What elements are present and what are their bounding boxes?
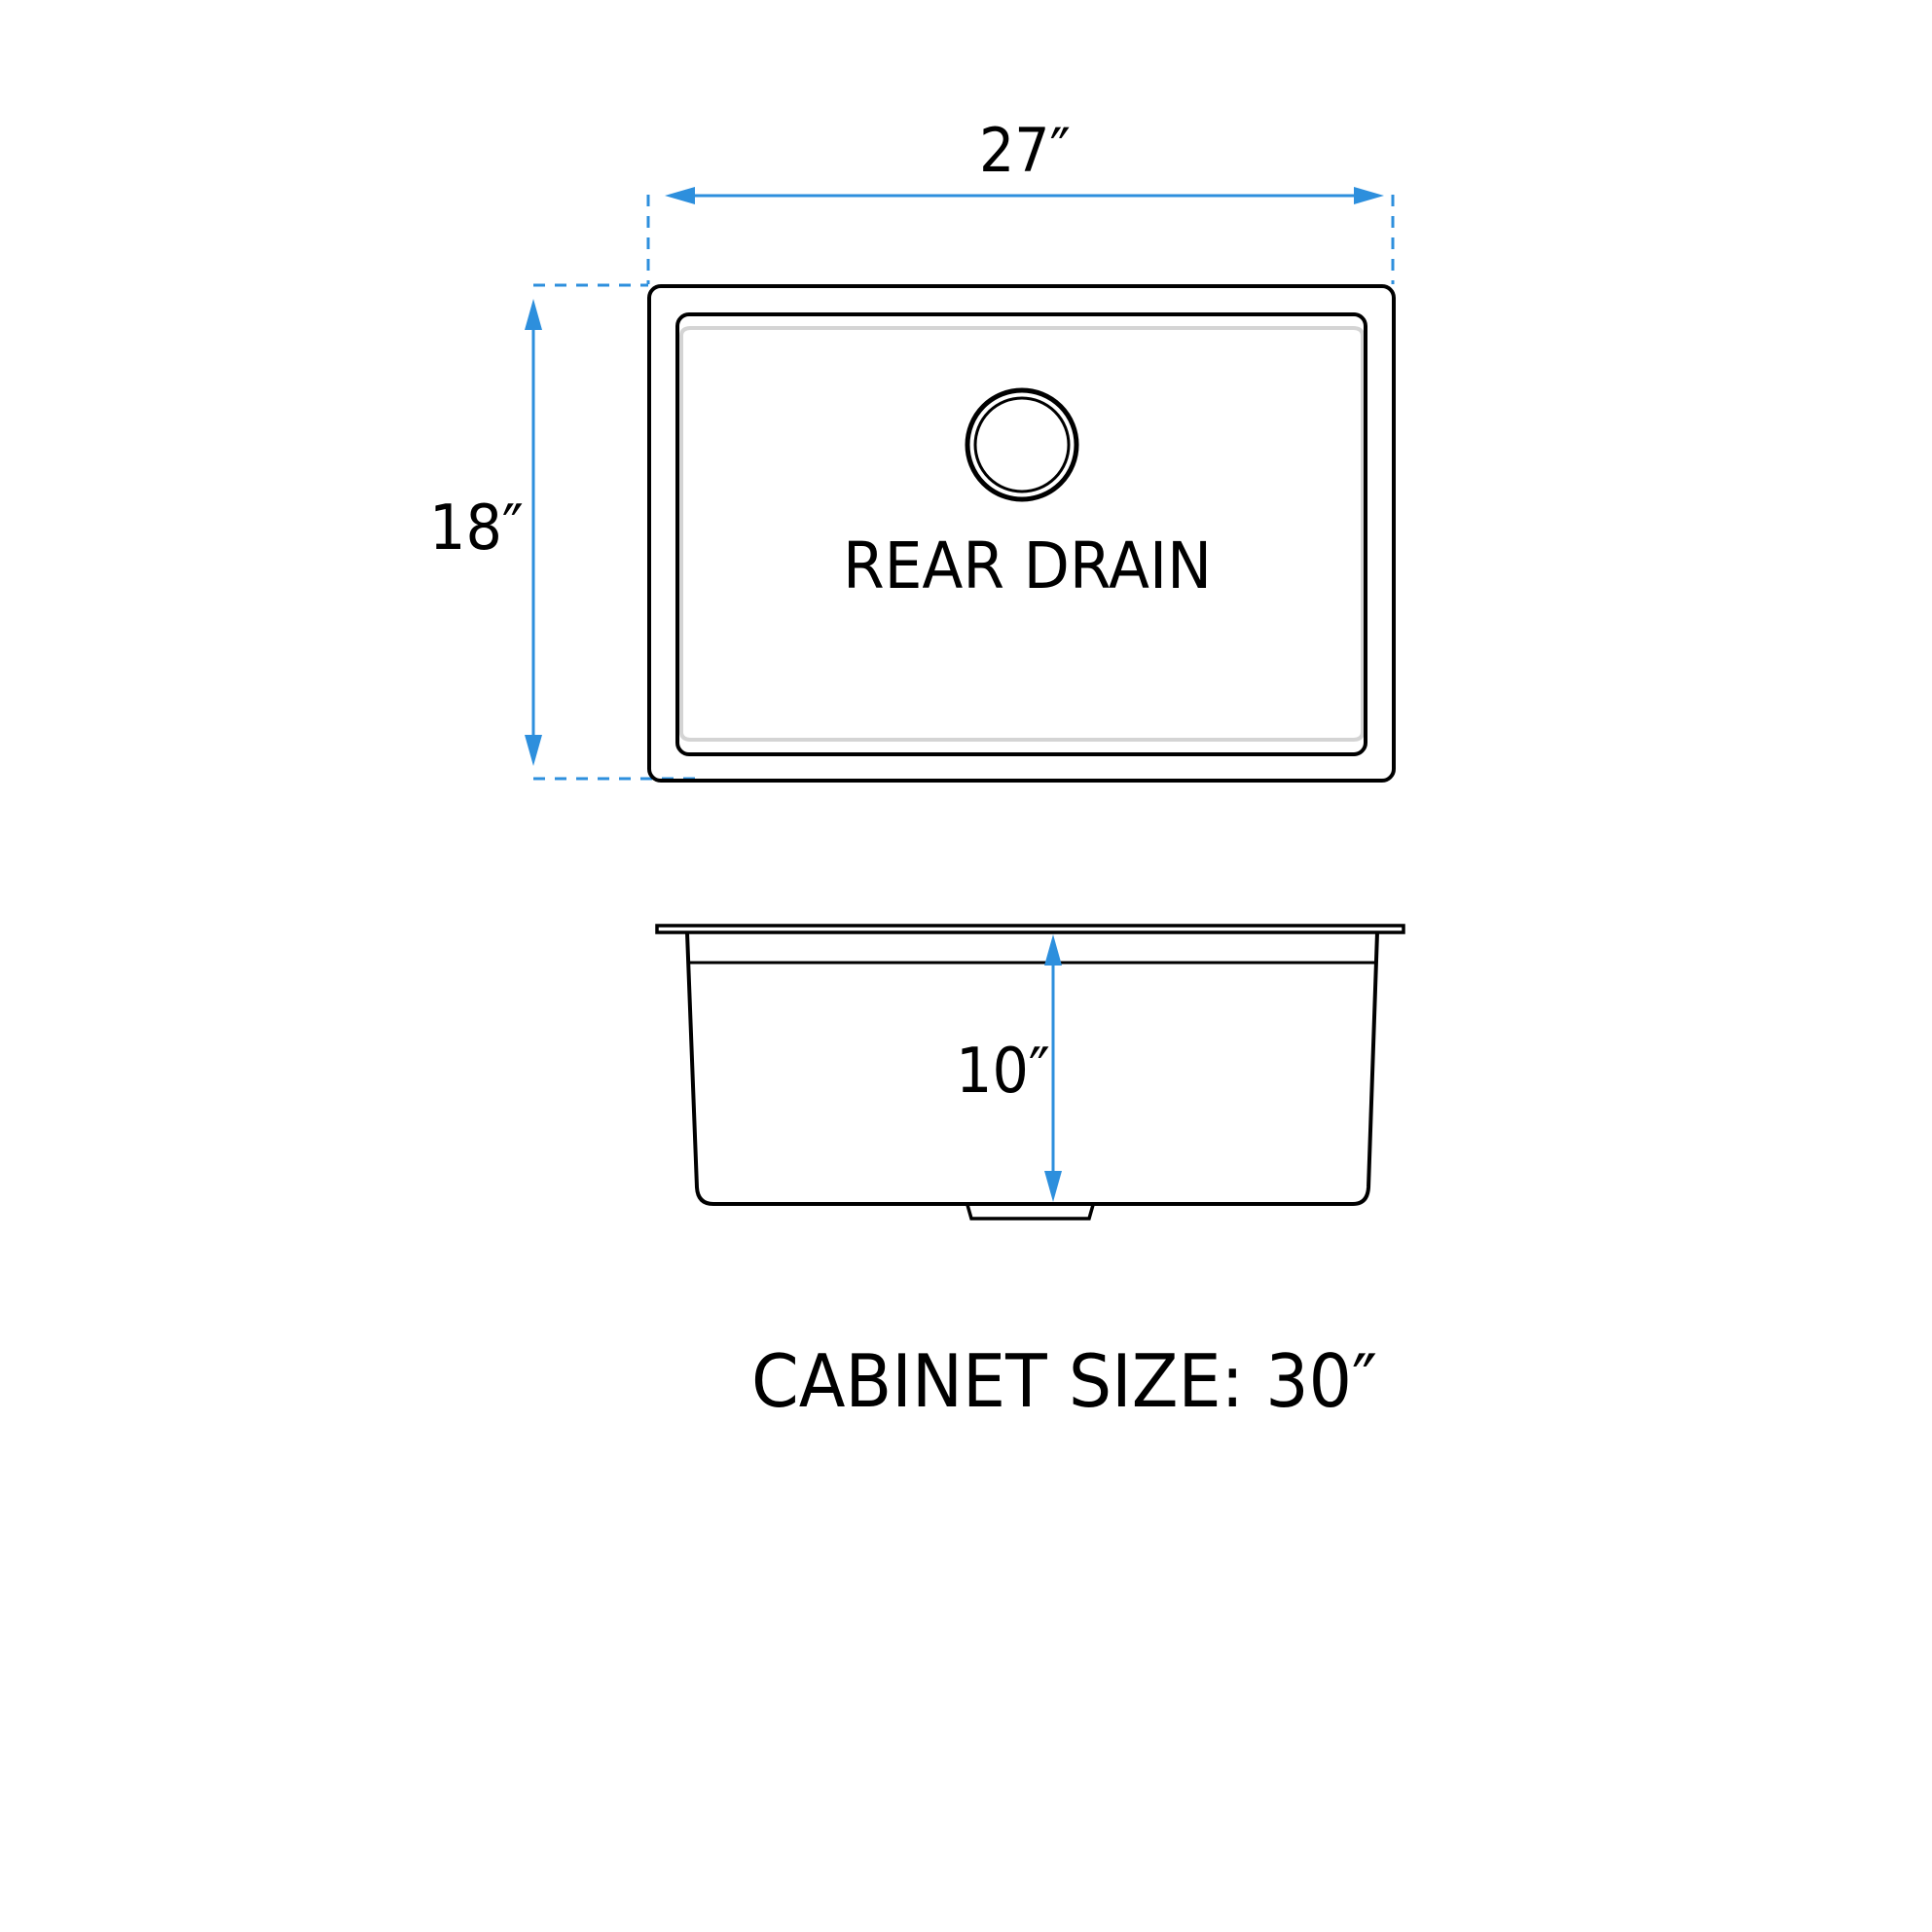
arrow-right-icon [1354,187,1384,204]
sink-flange [655,924,1405,934]
drain-outlet [966,1204,1095,1221]
width-dimension-label: 27″ [979,115,1071,186]
sink-basin-profile [685,931,1379,1206]
length-dimension-arrow [525,299,542,766]
arrow-up-icon [525,299,542,330]
cabinet-size-label: CABINET SIZE: 30″ [751,1338,1378,1424]
side-view [655,924,1405,1221]
depth-dimension-label: 10″ [956,1036,1050,1108]
arrow-down-icon [525,735,542,766]
arrow-left-icon [665,187,695,204]
length-dimension-label: 18″ [429,492,524,565]
top-view [525,187,1396,783]
arrow-down-icon [1044,1171,1062,1202]
sink-outer-rim [647,284,1396,783]
arrow-up-icon [1044,934,1062,966]
width-dimension-arrow [665,187,1384,204]
sink-basin [675,312,1367,756]
basin-inner-shadow [679,326,1365,742]
circle-drain-icon [965,387,1079,502]
depth-dimension-arrow [1044,934,1062,1202]
rear-drain-label: REAR DRAIN [843,529,1213,603]
